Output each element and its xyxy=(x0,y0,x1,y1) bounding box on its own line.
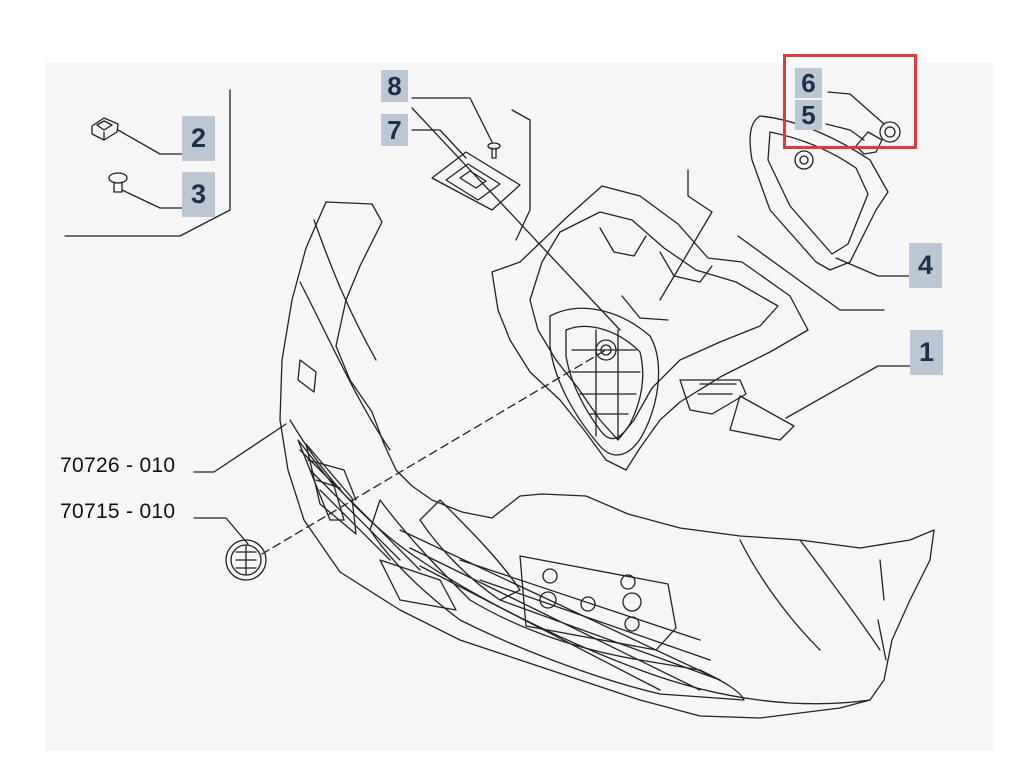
leader-line-6 xyxy=(827,91,885,125)
separator-line-center xyxy=(511,109,531,241)
upper-bracket-part-1-icon xyxy=(491,185,809,471)
separator-line-right xyxy=(737,235,885,311)
front-bumper-icon xyxy=(279,201,935,719)
plate-part-7-icon xyxy=(431,151,521,211)
leader-line-3 xyxy=(121,189,184,209)
screw-part-3-icon xyxy=(108,172,128,193)
leader-line-2 xyxy=(117,129,184,155)
leader-line-70715 xyxy=(193,517,249,545)
reference-label-70726[interactable]: 70726 - 010 xyxy=(60,454,176,477)
leader-line-7 xyxy=(411,129,467,159)
clip-part-2-icon xyxy=(91,117,119,141)
reference-label-70715[interactable]: 70715 - 010 xyxy=(60,500,176,523)
leader-line-8 xyxy=(411,97,493,143)
leader-line-part-8-to-bracket xyxy=(411,107,621,331)
leader-line-70726 xyxy=(193,423,287,473)
callout-2[interactable]: 2 xyxy=(182,116,215,161)
leader-line-4 xyxy=(835,257,911,277)
nut-part-6-icon xyxy=(879,121,901,143)
callout-5[interactable]: 5 xyxy=(795,100,822,130)
callout-4[interactable]: 4 xyxy=(909,243,942,288)
callout-3[interactable]: 3 xyxy=(182,172,215,217)
screw-part-8-icon xyxy=(487,142,501,159)
callout-1[interactable]: 1 xyxy=(910,330,943,375)
callout-6[interactable]: 6 xyxy=(795,68,822,98)
alfa-romeo-badge-icon xyxy=(225,539,267,581)
callout-7[interactable]: 7 xyxy=(381,114,408,146)
leader-line-1 xyxy=(785,365,911,419)
callout-8[interactable]: 8 xyxy=(381,70,408,102)
separator-line-mid xyxy=(659,169,713,301)
badge-axis-dashed-line xyxy=(261,349,607,555)
highlight-box-parts-5-6 xyxy=(783,54,917,149)
separator-line-left xyxy=(64,89,231,237)
leader-line-5 xyxy=(825,123,865,141)
